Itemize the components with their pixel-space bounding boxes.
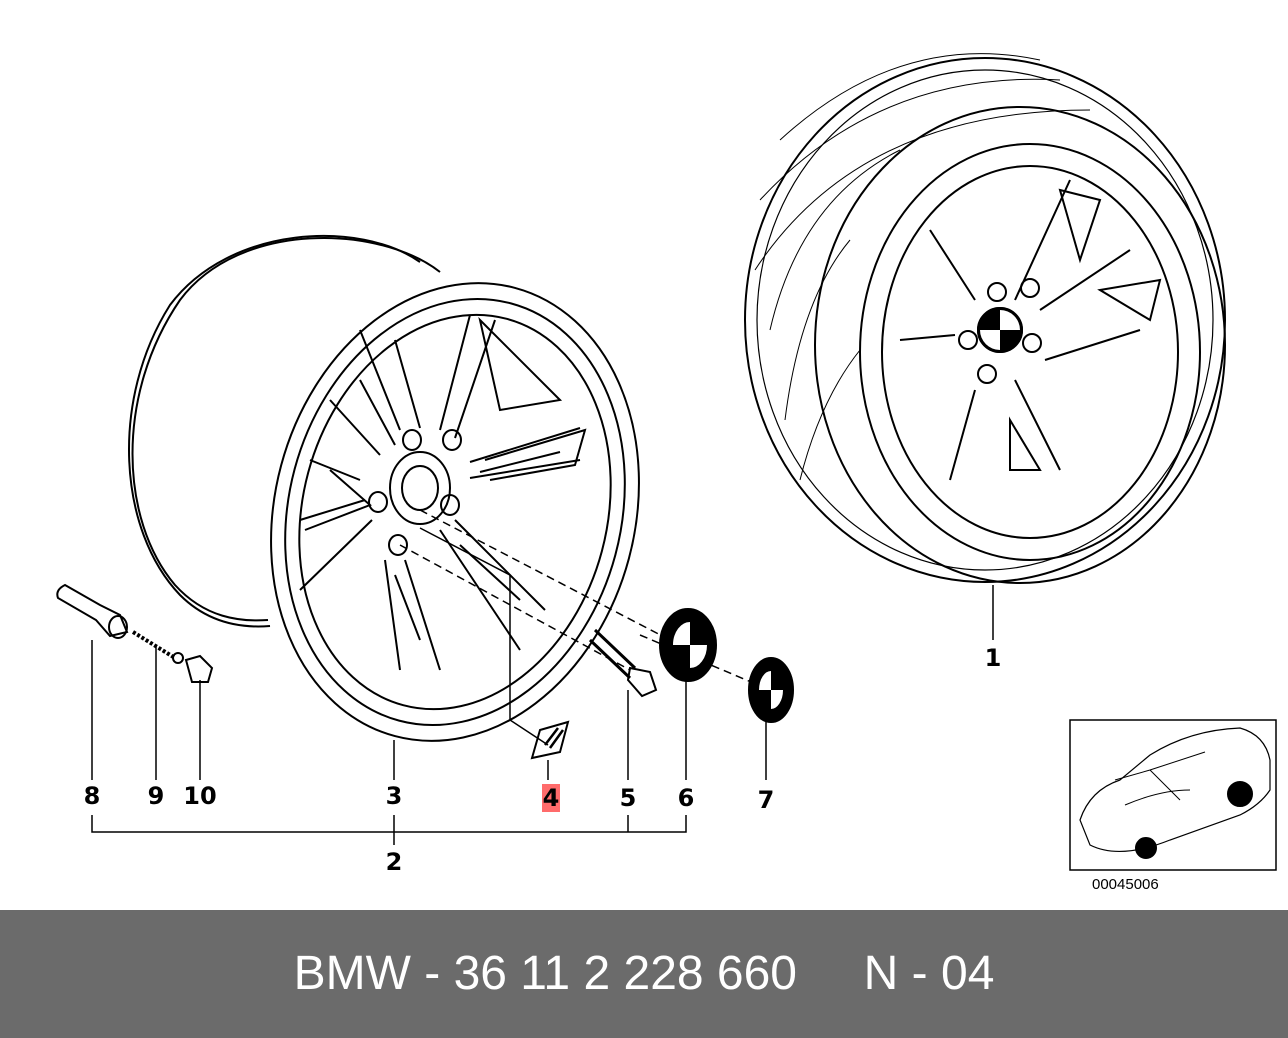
hub-cap-drawing	[659, 608, 717, 682]
complete-wheel-drawing	[744, 53, 1226, 584]
callout-9: 9	[147, 782, 165, 810]
wheel-bolt-drawing	[588, 628, 658, 698]
leader-lines	[91, 527, 994, 845]
callout-7: 7	[757, 786, 775, 814]
callout-10: 10	[183, 782, 217, 810]
part-number-text: BMW - 36 11 2 228 660 N - 04	[293, 947, 995, 1000]
part-number-footer: BMW - 36 11 2 228 660 N - 04	[0, 910, 1288, 1038]
rim-drawing	[128, 234, 640, 742]
callout-1: 1	[984, 644, 1002, 672]
valve-parts-drawing	[56, 583, 214, 683]
parts-diagram: 1 2 3 4 5 6 7 8 9 10 00045006	[56, 53, 1277, 893]
callout-3: 3	[385, 782, 403, 810]
callout-4: 4	[542, 784, 560, 812]
callout-5: 5	[619, 784, 637, 812]
callout-6: 6	[677, 784, 695, 812]
emblem-drawing	[748, 657, 794, 723]
m-badge-drawing	[530, 720, 570, 760]
callout-2: 2	[385, 848, 403, 876]
callout-8: 8	[83, 782, 101, 810]
assembly-lines	[399, 509, 771, 691]
wheel-assembly-drawing	[56, 53, 1277, 871]
car-location-inset	[1069, 719, 1277, 871]
diagram-reference-number: 00045006	[1092, 876, 1159, 893]
